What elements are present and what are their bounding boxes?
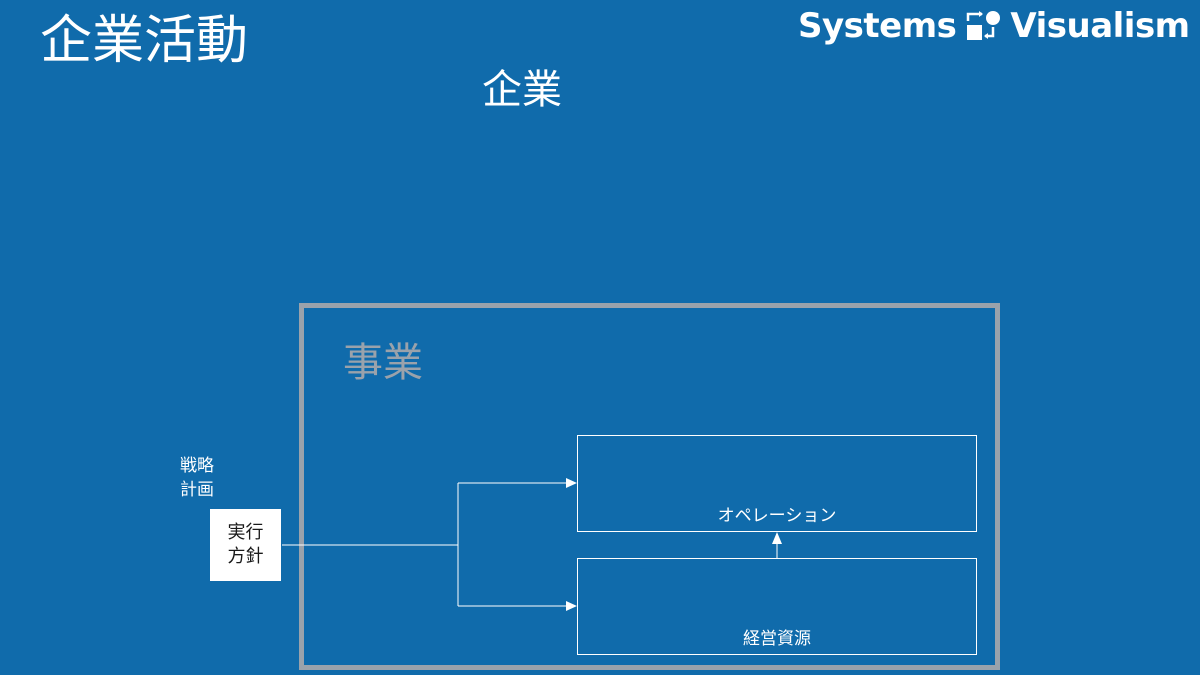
logo-mark-icon [967, 11, 1001, 40]
strategy-label-line2: 計画 [180, 480, 214, 500]
operation-box: オペレーション [577, 435, 977, 532]
strategy-label-line1: 戦略 [180, 456, 214, 476]
business-label: 事業 [343, 340, 423, 386]
management-resources-label: 経営資源 [743, 629, 811, 649]
execution-policy-box: 実行 方針 [210, 509, 281, 581]
operation-label: オペレーション [717, 506, 837, 526]
slide-title: 企業活動 [40, 11, 249, 71]
systems-visualism-logo: Systems Visualism [798, 4, 1190, 48]
policy-line1: 実行 [227, 522, 264, 543]
policy-line2: 方針 [227, 546, 264, 567]
strategy-plan-label: 戦略 計画 [180, 454, 240, 502]
enterprise-label: 企業 [482, 67, 562, 113]
management-resources-box: 経営資源 [577, 558, 977, 655]
business-frame [299, 303, 1000, 670]
logo-text-left: Systems [798, 6, 957, 46]
logo-text-right: Visualism [1010, 6, 1190, 46]
